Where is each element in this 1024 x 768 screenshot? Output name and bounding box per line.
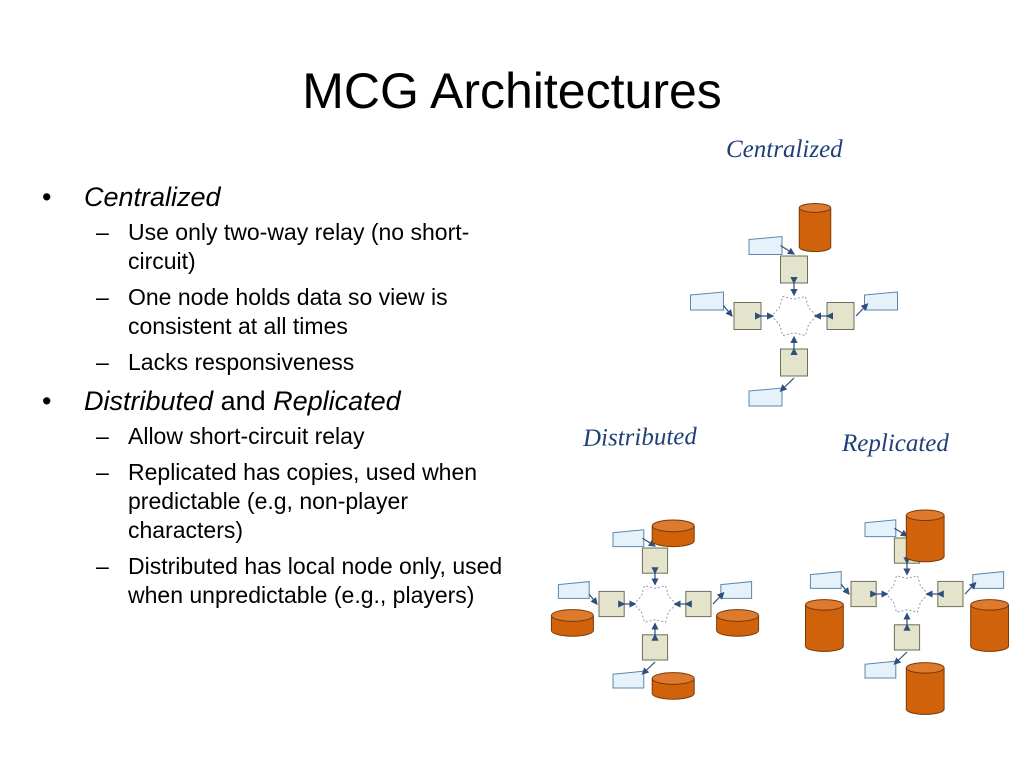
sub-bullet-text: One node holds data so view is consisten… — [128, 284, 448, 339]
slide-title: MCG Architectures — [302, 63, 722, 119]
client-screen — [864, 519, 897, 538]
network-hub — [770, 295, 818, 337]
sub-bullet: – Lacks responsiveness — [42, 348, 512, 377]
database-top — [970, 599, 1009, 611]
dash-marker: – — [96, 553, 109, 579]
client-screen — [748, 387, 783, 407]
bullet-and-text: and — [213, 386, 274, 416]
relay-arrow — [641, 661, 656, 675]
database-top — [905, 509, 945, 522]
sub-bullet: – Replicated has copies, used when predi… — [42, 458, 512, 545]
client-screen — [612, 529, 645, 548]
database-cylinder — [905, 515, 945, 563]
client-screen — [557, 581, 590, 599]
bullet-distributed-replicated: • Distributed and Replicated — [42, 384, 512, 418]
relay-node — [641, 634, 669, 661]
database-cylinder — [805, 604, 844, 652]
relay-arrow — [964, 581, 977, 595]
client-screen — [612, 670, 645, 689]
dash-marker: – — [96, 459, 109, 485]
database-top — [651, 519, 695, 533]
relay-node — [733, 302, 762, 330]
sub-bullet: – Use only two-way relay (no short-circu… — [42, 218, 512, 276]
database-top — [651, 672, 695, 685]
relay-arrow — [840, 583, 850, 595]
relay-node — [850, 580, 877, 608]
relay-node — [641, 547, 669, 574]
relay-arrow — [893, 651, 908, 665]
dash-marker: – — [96, 284, 109, 310]
centralized-label: Centralized — [726, 136, 843, 163]
sub-bullet-text: Replicated has copies, used when predict… — [128, 459, 478, 543]
relay-node — [893, 624, 921, 651]
sub-bullet: – Allow short-circuit relay — [42, 422, 512, 451]
relay-node — [937, 580, 964, 608]
dash-marker: – — [96, 349, 109, 375]
replicated-label: Replicated — [842, 430, 949, 457]
sub-bullet-text: Allow short-circuit relay — [128, 423, 365, 449]
relay-arrow — [855, 303, 869, 317]
relay-arrow — [779, 377, 795, 392]
sub-bullet: – One node holds data so view is consist… — [42, 283, 512, 341]
bullet-replicated-text: Replicated — [273, 386, 401, 416]
relay-arrow — [642, 537, 657, 547]
relay-arrow — [894, 527, 909, 537]
relay-node — [598, 590, 625, 618]
dash-marker: – — [96, 219, 109, 245]
relay-arrow — [588, 593, 598, 605]
relay-node — [685, 590, 712, 618]
bullet-centralized-text: Centralized — [84, 182, 221, 212]
database-cylinder — [970, 604, 1009, 652]
relay-node — [826, 302, 855, 330]
relay-arrow — [712, 591, 725, 605]
bullet-marker: • — [42, 386, 52, 416]
client-screen — [864, 660, 897, 679]
sub-bullet-text: Lacks responsiveness — [128, 349, 355, 375]
client-screen — [864, 291, 898, 311]
relay-arrow — [780, 244, 796, 255]
bullet-list: • Centralized – Use only two-way relay (… — [42, 180, 512, 617]
client-screen — [720, 581, 753, 599]
database-top — [716, 609, 760, 622]
client-screen — [972, 571, 1005, 589]
relay-arrow — [723, 305, 733, 317]
sub-bullet: – Distributed has local node only, used … — [42, 552, 512, 610]
network-hub — [633, 585, 677, 623]
sub-bullet-text: Distributed has local node only, used wh… — [128, 553, 503, 608]
bullet-marker: • — [42, 182, 52, 212]
dash-marker: – — [96, 423, 109, 449]
sub-bullet-text: Use only two-way relay (no short-circuit… — [128, 219, 470, 274]
bullet-distributed-text: Distributed — [84, 386, 214, 416]
network-hub — [885, 575, 929, 613]
client-screen — [809, 571, 842, 589]
bullet-centralized: • Centralized — [42, 180, 512, 214]
relay-node — [780, 255, 808, 284]
database-top — [805, 599, 844, 611]
database-top — [798, 203, 832, 213]
database-top — [905, 662, 945, 674]
database-cylinder — [798, 207, 832, 252]
database-cylinder — [905, 667, 945, 715]
client-screen — [690, 291, 724, 311]
database-top — [550, 609, 594, 622]
relay-node — [780, 348, 808, 377]
client-screen — [748, 235, 783, 255]
